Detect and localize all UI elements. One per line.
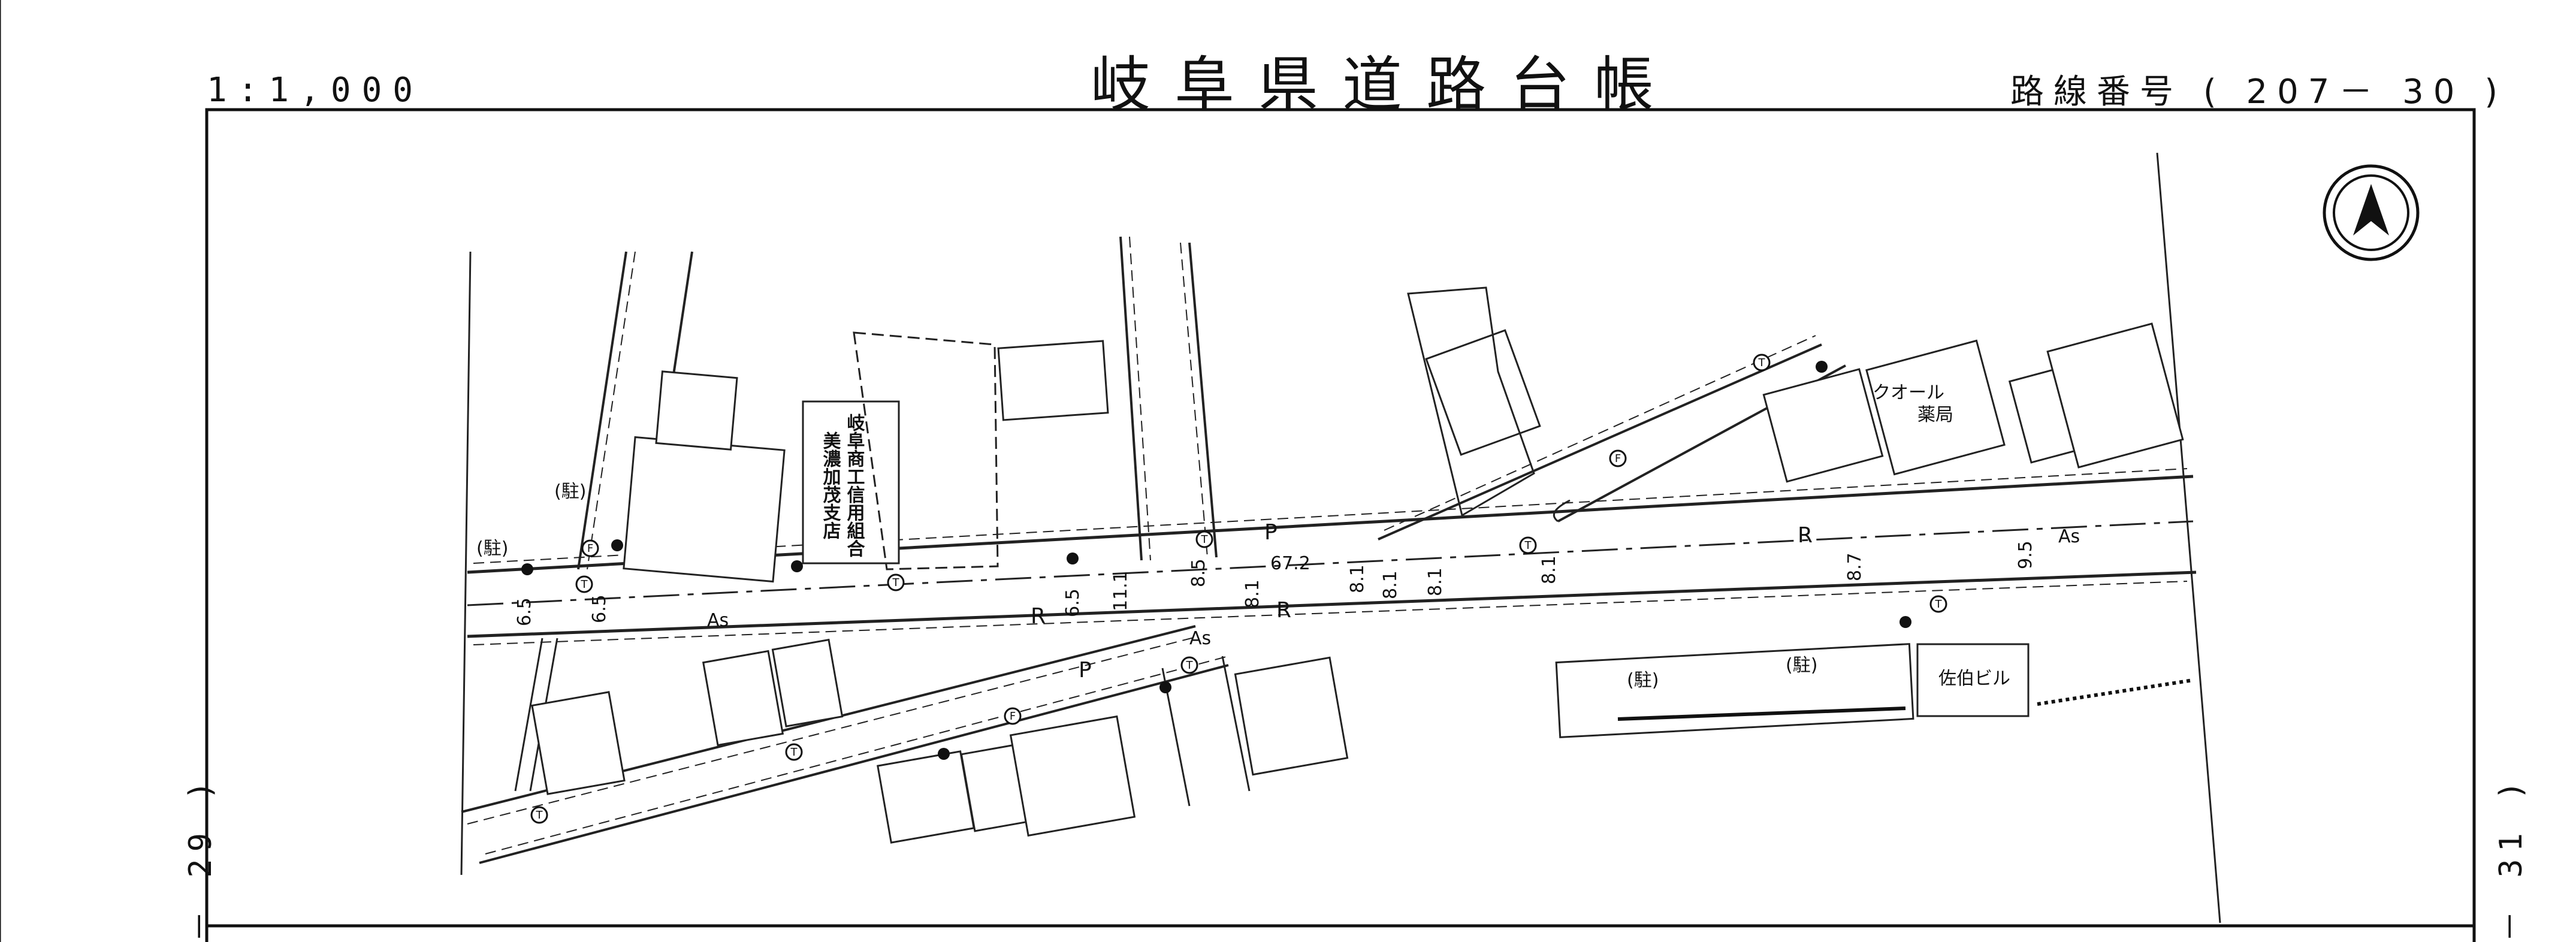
pole-icon: T xyxy=(530,806,548,824)
svg-text:T: T xyxy=(536,809,543,822)
width-label-12: 9.5 xyxy=(2015,541,2036,569)
width-label-6: 8.1 xyxy=(1242,579,1263,608)
svg-text:T: T xyxy=(1524,539,1532,552)
surface-asphalt-label-2: As xyxy=(2058,526,2080,547)
pole-icon: T xyxy=(887,573,905,591)
hydrant-icon: F xyxy=(581,539,599,557)
sheet-frame xyxy=(0,0,2476,942)
width-label-1: 6.5 xyxy=(514,597,535,626)
surface-asphalt-label-1: As xyxy=(707,610,729,631)
pole-icon: T xyxy=(1929,595,1947,613)
svg-text:F: F xyxy=(1010,710,1016,723)
width-label-8: 8.1 xyxy=(1380,570,1401,599)
pharmacy-label-line1: クオール xyxy=(1873,382,1944,403)
buildings xyxy=(531,286,2184,844)
svg-text:T: T xyxy=(1201,533,1209,546)
width-label-11: 8.7 xyxy=(1844,552,1865,581)
svg-text:T: T xyxy=(1758,357,1766,369)
pole-icon: T xyxy=(1195,530,1213,548)
pavement-r-label-2: R xyxy=(1276,598,1291,623)
width-label-5: 8.5 xyxy=(1188,558,1209,587)
parking-label-4: (駐) xyxy=(1786,655,1817,676)
parking-hatch xyxy=(1617,678,2194,721)
building-saeki-label: 佐伯ビル xyxy=(1938,668,2010,689)
svg-text:T: T xyxy=(581,578,588,591)
route-number: 路線番号 ( 207－ 30 ) xyxy=(2010,65,2507,113)
pole-icon: T xyxy=(1180,656,1198,674)
north-arrow-icon xyxy=(2323,164,2420,261)
map-scale: 1:1,000 xyxy=(207,71,424,110)
svg-text:F: F xyxy=(587,542,593,555)
pole-icon: T xyxy=(575,575,593,593)
parking-mark-1: P xyxy=(1264,520,1278,545)
pole-icon: T xyxy=(785,743,803,761)
svg-text:T: T xyxy=(1186,659,1194,672)
hydrant-icon: F xyxy=(1004,707,1022,725)
bank-name-line1: 岐阜商工信用組合 xyxy=(844,413,865,557)
pavement-r-label-1: R xyxy=(1031,604,1046,629)
parking-label-3: (駐) xyxy=(1627,670,1659,691)
width-label-4: 11.1 xyxy=(1110,571,1131,611)
width-label-7: 8.1 xyxy=(1347,564,1368,593)
svg-text:T: T xyxy=(1935,598,1943,611)
route-number-label: 路線番号 xyxy=(2010,73,2183,111)
bank-name-line2: 美濃加茂支店 xyxy=(820,431,841,540)
svg-text:T: T xyxy=(790,746,798,759)
svg-text:T: T xyxy=(892,576,900,589)
surface-asphalt-label-3: As xyxy=(1189,628,1211,649)
utility-symbols: T T T T T T T T T F F F xyxy=(530,354,1947,824)
survey-points xyxy=(521,361,1911,760)
pole-icon: T xyxy=(1753,354,1771,372)
parking-label-1: (駐) xyxy=(554,481,586,502)
elevation-label: 67.2 xyxy=(1270,553,1310,574)
pole-icon: T xyxy=(1519,536,1537,554)
width-label-3: 6.5 xyxy=(1062,588,1083,617)
width-label-9: 8.1 xyxy=(1425,567,1446,596)
width-label-2: 6.5 xyxy=(589,594,610,623)
parking-mark-2: P xyxy=(1079,658,1092,683)
parking-label-2: (駐) xyxy=(476,538,508,559)
pharmacy-label-line2: 薬局 xyxy=(1917,404,1953,425)
svg-text:F: F xyxy=(1615,452,1621,465)
route-number-value: ( 207－ 30 ) xyxy=(2203,73,2508,111)
pavement-r-label-3: R xyxy=(1798,523,1813,548)
width-label-10: 8.1 xyxy=(1539,555,1560,584)
hydrant-icon: F xyxy=(1609,449,1627,467)
